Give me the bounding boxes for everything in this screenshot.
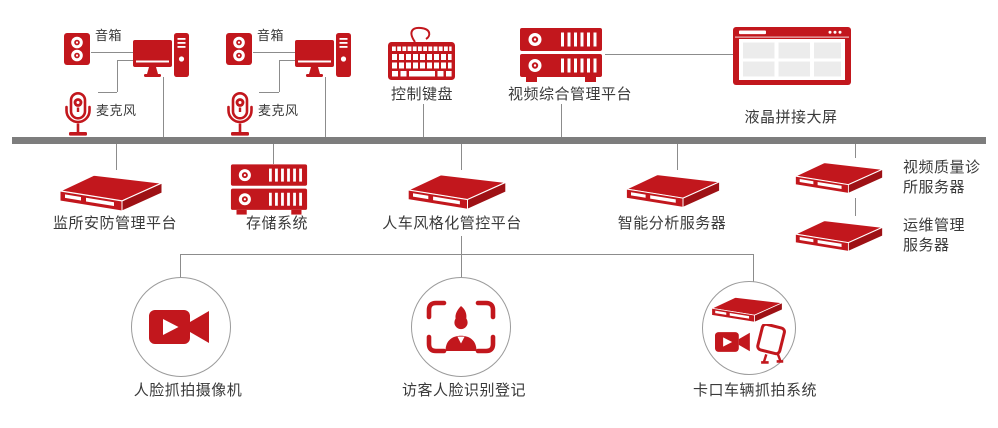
keyboard-label: 控制键盘 bbox=[390, 85, 454, 103]
checkpoint-vehicle-capture-label: 卡口车辆抓拍系统 bbox=[692, 381, 818, 399]
face-capture-camera-label: 人脸抓拍摄像机 bbox=[133, 381, 243, 399]
connector-line bbox=[325, 77, 326, 137]
video-camera-icon bbox=[149, 305, 211, 349]
face-recognition-icon bbox=[426, 300, 496, 354]
rack-server-icon bbox=[622, 169, 724, 211]
visitor-face-registration-node bbox=[411, 277, 511, 377]
keyboard-icon bbox=[388, 25, 456, 81]
lcd-wall-icon bbox=[733, 27, 851, 85]
video-camera-icon bbox=[715, 329, 751, 355]
connector-line bbox=[117, 60, 135, 61]
rack-server-icon bbox=[792, 156, 886, 198]
speaker-icon bbox=[64, 33, 90, 65]
connector-line bbox=[259, 92, 279, 93]
connector-line bbox=[273, 144, 274, 164]
connector-line bbox=[461, 144, 462, 170]
connector-line bbox=[461, 236, 462, 278]
ops-mgmt-server-label: 运维管理 服务器 bbox=[903, 216, 966, 254]
connector-line bbox=[677, 144, 678, 170]
video-quality-server-label: 视频质量诊 所服务器 bbox=[903, 158, 981, 196]
connector-line bbox=[855, 198, 856, 216]
rack-server-icon bbox=[709, 293, 785, 325]
workstation-icon bbox=[133, 33, 189, 79]
workstation-icon bbox=[295, 33, 351, 79]
connector-line bbox=[561, 104, 562, 137]
microphone-label: 麦克风 bbox=[96, 104, 137, 119]
video-mgmt-platform-label: 视频综合管理平台 bbox=[507, 85, 633, 103]
connector-line bbox=[253, 52, 297, 53]
storage-system-label: 存储系统 bbox=[245, 214, 309, 232]
connector-line bbox=[279, 60, 280, 92]
intelligent-analysis-server-label: 智能分析服务器 bbox=[617, 214, 727, 232]
microphone-icon bbox=[64, 92, 92, 138]
network-bus bbox=[12, 137, 986, 144]
speaker-label: 音箱 bbox=[95, 29, 123, 44]
connector-line bbox=[180, 254, 753, 255]
connector-line bbox=[423, 104, 424, 137]
connector-line bbox=[98, 92, 117, 93]
rack-server-icon bbox=[792, 214, 886, 256]
speaker-label: 音箱 bbox=[257, 29, 285, 44]
microphone-icon bbox=[226, 92, 254, 138]
face-capture-camera-node bbox=[131, 277, 231, 377]
visitor-face-registration-label: 访客人脸识别登记 bbox=[401, 381, 527, 399]
connector-line bbox=[116, 144, 117, 170]
dual-server-icon bbox=[230, 163, 308, 216]
flash-light-icon bbox=[755, 324, 787, 366]
connector-line bbox=[117, 60, 118, 92]
dual-server-icon bbox=[519, 28, 603, 82]
rack-server-icon bbox=[404, 169, 510, 213]
prison-security-platform-label: 监所安防管理平台 bbox=[52, 214, 178, 232]
lcd-wall-label: 液晶拼接大屏 bbox=[744, 108, 838, 126]
connector-line bbox=[753, 254, 754, 283]
connector-line bbox=[855, 144, 856, 158]
rack-server-icon bbox=[56, 169, 166, 215]
person-vehicle-platform-label: 人车风格化管控平台 bbox=[382, 214, 522, 232]
connector-line bbox=[180, 254, 181, 278]
microphone-label: 麦克风 bbox=[258, 104, 299, 119]
checkpoint-vehicle-capture-node bbox=[702, 281, 796, 375]
connector-line bbox=[91, 52, 135, 53]
connector-line bbox=[279, 60, 297, 61]
connector-line bbox=[605, 54, 733, 55]
connector-line bbox=[163, 77, 164, 137]
speaker-icon bbox=[226, 33, 252, 65]
